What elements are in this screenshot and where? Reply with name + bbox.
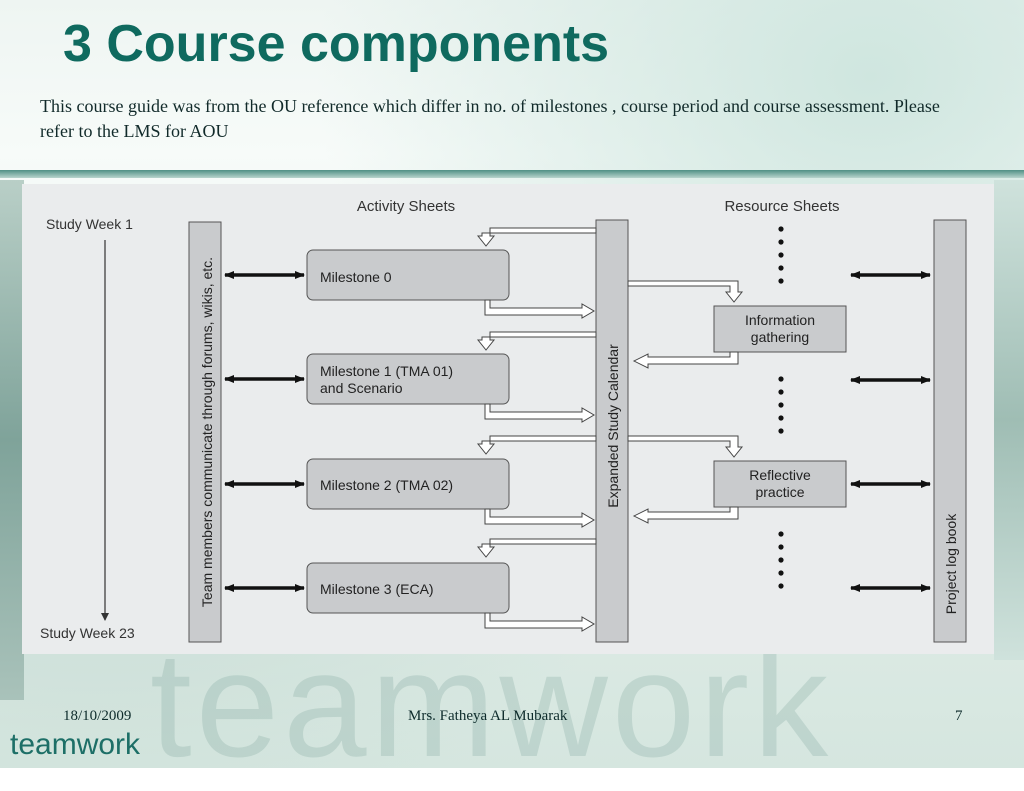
study-calendar-bar — [595, 219, 629, 643]
calendar-to-milestone-arrow — [476, 538, 597, 558]
study-calendar-label: Expanded Study Calendar — [605, 344, 621, 508]
background-stripe-right — [994, 180, 1024, 660]
milestone-label: Milestone 3 (ECA) — [320, 581, 434, 597]
resource-label-line2: practice — [755, 484, 804, 500]
footer-page-number: 7 — [955, 708, 963, 724]
calendar-to-milestone-arrow — [476, 331, 597, 351]
resource-label: Information — [745, 312, 815, 328]
milestone-box — [306, 562, 510, 614]
activity-sheets-header: Activity Sheets — [357, 198, 455, 215]
resource-to-calendar-arrow — [632, 506, 739, 524]
resource-continuation-dots — [778, 226, 784, 589]
milestone-label: Milestone 1 (TMA 01) — [320, 363, 453, 379]
team-communication-bar — [188, 221, 222, 643]
course-components-diagram: Activity Sheets Resource Sheets Study We… — [22, 184, 994, 654]
calendar-to-resource-arrow — [627, 435, 744, 458]
resource-label-line2: gathering — [751, 329, 809, 345]
title-divider — [0, 170, 1024, 178]
project-logbook-bar — [933, 219, 967, 643]
calendar-to-resource-arrow — [627, 280, 744, 303]
footer-author: Mrs. Fatheya AL Mubarak — [408, 708, 568, 724]
project-logbook-label: Project log book — [943, 513, 959, 614]
milestone-label-line2: and Scenario — [320, 380, 403, 396]
milestone-box — [306, 458, 510, 510]
study-week-start: Study Week 1 — [46, 216, 133, 232]
resource-box — [713, 305, 847, 353]
footer-date: 18/10/2009 — [63, 708, 132, 724]
resource-box — [713, 460, 847, 508]
milestone-box — [306, 249, 510, 301]
milestone-label: Milestone 2 (TMA 02) — [320, 477, 453, 493]
slide-title: 3 Course components — [63, 15, 610, 73]
calendar-to-milestone-arrow — [476, 435, 597, 455]
calendar-to-milestone-arrow — [476, 227, 597, 247]
milestone-to-calendar-arrow — [484, 403, 595, 423]
resource-sheets-header: Resource Sheets — [724, 198, 839, 215]
resource-to-calendar-arrow — [632, 351, 739, 369]
study-week-end: Study Week 23 — [40, 625, 135, 641]
teamwork-logo: teamwork — [10, 728, 141, 761]
background-stripe-left — [0, 180, 24, 700]
milestone-to-calendar-arrow — [484, 612, 595, 632]
milestone-to-calendar-arrow — [484, 508, 595, 528]
slide-subtitle: This course guide was from the OU refere… — [40, 96, 940, 141]
resource-label: Reflective — [749, 467, 811, 483]
milestone-label: Milestone 0 — [320, 269, 392, 285]
milestone-box — [306, 353, 510, 405]
milestone-to-calendar-arrow — [484, 299, 595, 319]
team-communication-label: Team members communicate through forums,… — [199, 257, 215, 607]
